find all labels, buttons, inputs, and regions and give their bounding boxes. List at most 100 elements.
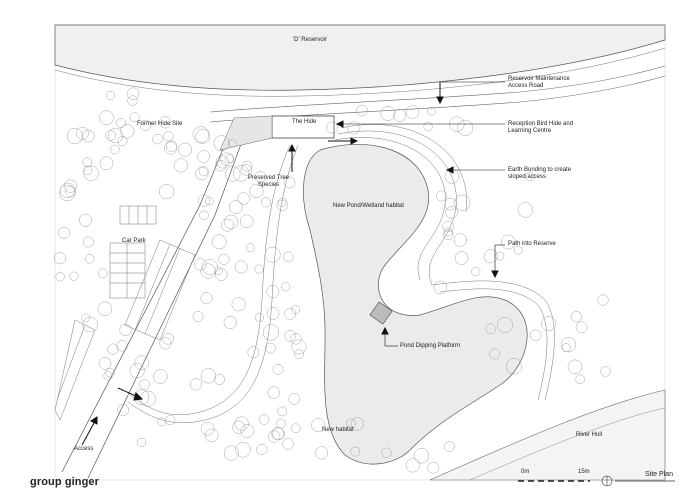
tree-canopy — [497, 316, 513, 333]
tree-canopy — [59, 182, 76, 199]
label-car-park: Car Park — [122, 238, 146, 244]
tree-canopy — [347, 121, 361, 135]
tree-canopy — [233, 165, 250, 182]
tree-canopy — [235, 442, 251, 458]
label-reception-line1: Reception Bird Hide and — [508, 121, 574, 127]
tree-canopy — [489, 348, 501, 360]
tree-canopy — [444, 441, 455, 452]
scale-start-label: 0m — [521, 469, 530, 475]
tree-canopy — [82, 129, 95, 143]
tree-canopy — [237, 192, 250, 205]
tree-canopy — [517, 202, 534, 218]
tree-canopy — [156, 417, 166, 427]
tree-canopy — [495, 251, 505, 261]
tree-canopy — [195, 167, 209, 181]
north-symbol — [601, 475, 675, 487]
tree-canopy — [211, 234, 227, 250]
tree-canopy — [127, 95, 138, 106]
car-park-bays — [54, 205, 196, 421]
tree-canopy — [443, 227, 453, 237]
label-maintenance-road: Reservoir Maintenance Access Road — [508, 76, 570, 90]
tree-canopy — [264, 246, 281, 263]
tree-canopy — [240, 424, 255, 438]
tree-canopy — [272, 364, 284, 375]
tree-canopy — [294, 349, 304, 360]
tree-canopy — [58, 226, 70, 239]
tree-canopy — [200, 292, 213, 305]
tree-canopy — [239, 214, 254, 229]
tree-canopy — [529, 329, 542, 342]
tree-canopy — [442, 229, 454, 241]
tree-canopy — [268, 430, 281, 443]
reservoir-edge — [54, 47, 666, 97]
tree-canopy — [485, 323, 497, 335]
tree-canopy — [228, 200, 243, 214]
tree-canopy — [291, 339, 307, 355]
tree-canopy — [134, 355, 150, 371]
arrowhead-dipping — [381, 326, 389, 335]
label-maintenance-line1: Reservoir Maintenance — [508, 76, 570, 82]
brand-logo: group ginger — [30, 476, 100, 488]
tree-canopy — [231, 297, 246, 312]
annotation-arrows — [81, 81, 505, 446]
tree-canopy — [575, 374, 585, 385]
tree-canopy — [234, 416, 249, 431]
tree-canopy — [139, 379, 150, 390]
tree-canopy — [427, 106, 436, 116]
tree-canopy — [55, 272, 65, 282]
tree-canopy — [259, 414, 270, 425]
tree-canopy — [83, 165, 99, 181]
tree-canopy — [85, 254, 95, 264]
tree-canopy — [276, 199, 288, 211]
arrow-access — [81, 422, 95, 446]
tree-canopy — [315, 446, 329, 460]
tree-canopy — [561, 343, 571, 353]
access-road — [61, 119, 236, 473]
label-the-hide: The Hide — [292, 119, 317, 125]
label-pond-dipping: Pond Dipping Platform — [400, 343, 461, 349]
tree-canopy — [256, 443, 268, 456]
arrowhead-maintenance — [436, 96, 444, 105]
scale-end-label: 15m — [578, 469, 590, 475]
tree-canopy — [199, 210, 209, 221]
tree-canopy — [234, 260, 248, 274]
tree-canopy — [103, 371, 113, 381]
label-reception-line2: Learning Centre — [508, 128, 552, 134]
tree-canopy — [200, 263, 216, 279]
tree-canopy — [272, 427, 285, 441]
arrow-car-entry — [117, 387, 139, 398]
tree-canopy — [197, 150, 210, 163]
label-maintenance-line2: Access Road — [508, 83, 544, 89]
tree-canopy — [105, 368, 115, 378]
label-bunding-line1: Earth Bunding to create — [508, 167, 572, 173]
tree-canopy — [356, 104, 368, 117]
tree-canopy — [427, 461, 440, 474]
tree-canopy — [505, 358, 523, 375]
tree-canopy — [82, 157, 93, 168]
tree-canopy — [483, 249, 498, 264]
tree-canopy — [262, 324, 280, 341]
tree-canopy — [75, 126, 89, 140]
tree-canopy — [66, 128, 84, 145]
tree-canopy — [221, 218, 234, 232]
tree-canopy — [165, 415, 176, 426]
tree-canopy — [82, 165, 93, 176]
tree-canopy — [264, 342, 276, 354]
tree-canopy — [281, 282, 291, 292]
tree-canopy — [453, 233, 468, 247]
tree-canopy — [192, 126, 210, 143]
tree-canopy — [575, 321, 588, 334]
tree-canopy — [166, 140, 178, 152]
tree-canopy — [266, 307, 280, 320]
tree-canopy — [82, 316, 98, 333]
tree-canopy — [163, 141, 178, 155]
label-preserved-line2: Species — [257, 182, 280, 188]
tree-canopy — [380, 105, 396, 121]
label-path-reserve: Path into Reserve — [508, 241, 556, 247]
tree-canopy — [106, 90, 116, 100]
tree-canopy — [326, 121, 339, 134]
sheet-title: Site Plan — [645, 471, 674, 478]
tree-canopy — [224, 214, 239, 229]
tree-canopy — [457, 120, 474, 136]
tree-canopy — [215, 268, 228, 281]
